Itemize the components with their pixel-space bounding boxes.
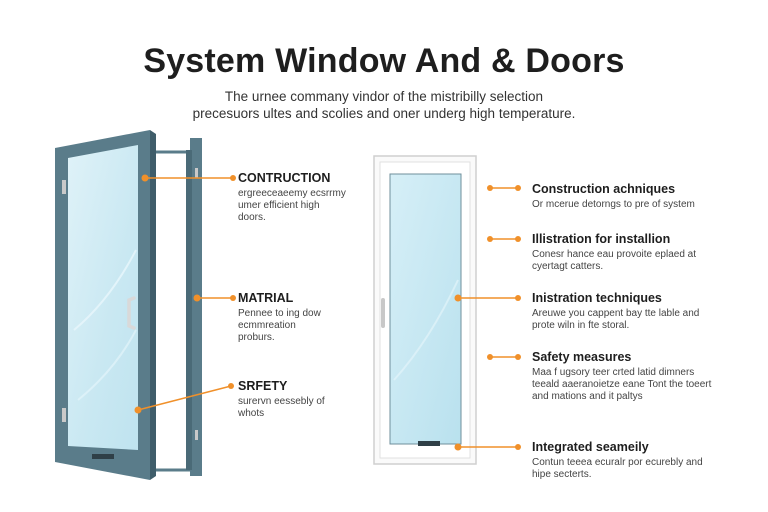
page-subtitle: The urnee commany vindor of the mistribi… xyxy=(0,88,768,122)
door-jamb xyxy=(190,138,202,476)
callout-body: ergreeceaeemy ecsrrmy umer efficient hig… xyxy=(238,188,346,224)
callout-body-line: Areuwe you cappent bay tte lable and xyxy=(532,308,700,319)
callout-body: Pennee to ing dow ecmmreation proburs. xyxy=(238,308,321,344)
callout-body-line: Pennee to ing dow xyxy=(238,308,321,319)
callout-body-line: prote wiln in fte storal. xyxy=(532,320,630,331)
callout-body-line: Contun teeea ecuralr por ecurebly and xyxy=(532,457,703,468)
connector-dot xyxy=(515,185,521,191)
callout-heading: Illistration for installion xyxy=(532,232,671,246)
callout-body-line: hipe secterts. xyxy=(532,469,592,480)
callout-matrial: MATRIAL Pennee to ing dow ecmmreation pr… xyxy=(238,291,321,344)
callout-body-line: surervn eessebly of xyxy=(238,396,325,407)
connector-dot xyxy=(230,295,236,301)
connector-dot xyxy=(515,295,521,301)
glass-reflection-2 xyxy=(77,329,137,401)
callout-body: surervn eessebly of whots xyxy=(238,396,325,420)
connector-dot xyxy=(193,294,201,302)
callout-body: Conesr hance eau provoite eplaed at cyer… xyxy=(532,249,696,273)
callout-integrated-seamlessly: Integrated seameily Contun teeea ecuralr… xyxy=(532,440,703,481)
callout-body: Maa f ugsory teer crted latid dimners te… xyxy=(532,367,711,403)
connector-dot xyxy=(228,383,234,389)
connector-dot xyxy=(230,175,236,181)
callout-body-line: doors. xyxy=(238,212,266,223)
callout-body-line: Or mcerue detorngs to pre of system xyxy=(532,199,695,210)
callout-body-line: Conesr hance eau provoite eplaed at xyxy=(532,249,697,260)
callout-heading: Integrated seameily xyxy=(532,440,649,454)
door-glass xyxy=(68,145,138,450)
callout-heading: Construction achniques xyxy=(532,182,676,196)
callout-body-line: Maa f ugsory teer crted latid dimners xyxy=(532,367,695,378)
callout-body: Or mcerue detorngs to pre of system xyxy=(532,199,695,211)
subtitle-line-1: The urnee commany vindor of the mistribi… xyxy=(224,89,544,104)
connector-srfety xyxy=(137,385,232,411)
callout-body-line: and mations and it paltys xyxy=(532,391,643,402)
callout-body-line: proburs. xyxy=(238,332,275,343)
hinge-top xyxy=(62,180,66,194)
glass-reflection xyxy=(73,249,137,331)
door-sill xyxy=(92,454,114,459)
callout-illustration-installation: Illistration for installion Conesr hance… xyxy=(532,232,696,273)
callout-body: Contun teeea ecuralr por ecurebly and hi… xyxy=(532,457,703,481)
connector-dot xyxy=(454,294,462,302)
hinge-bottom xyxy=(62,408,66,422)
door-illustration xyxy=(55,130,202,480)
callout-body-line: whots xyxy=(238,408,265,419)
window-handle xyxy=(381,298,385,328)
window-sill-vent xyxy=(418,441,440,446)
frame-hinge-bottom xyxy=(195,430,198,440)
callout-heading: Inistration techniques xyxy=(532,291,662,305)
page-title: System Window And & Doors xyxy=(143,42,625,80)
connector-dot xyxy=(454,443,462,451)
connector-dot xyxy=(515,354,521,360)
callout-body-line: umer efficient high xyxy=(238,200,320,211)
connector-dot xyxy=(487,354,493,360)
window-illustration xyxy=(373,155,477,465)
callout-heading: Safety measures xyxy=(532,350,632,364)
callout-body-line: cyertagt catters. xyxy=(532,261,604,272)
callout-safety-measures: Safety measures Maa f ugsory teer crted … xyxy=(532,350,711,403)
window-reflection xyxy=(393,279,459,381)
callout-srfety: SRFETY surervn eessebly of whots xyxy=(238,379,325,420)
callout-construction-techniques: Construction achniques Or mcerue detorng… xyxy=(532,182,695,211)
connector-dot xyxy=(515,444,521,450)
callout-body-line: ecmmreation xyxy=(238,320,296,331)
callout-heading: CONTRUCTION xyxy=(238,171,331,185)
connector-dot xyxy=(487,236,493,242)
connector-dot xyxy=(134,406,142,414)
right-connectors xyxy=(454,185,521,451)
connector-dot xyxy=(141,174,149,182)
subtitle-line-2: precesuors ultes and scolies and oner un… xyxy=(192,106,576,121)
door-leaf-edge xyxy=(150,130,156,480)
frame-hinge-top xyxy=(195,168,198,178)
window-glass xyxy=(389,173,462,445)
callout-contruction: CONTRUCTION ergreeceaeemy ecsrrmy umer e… xyxy=(238,171,346,224)
door-handle xyxy=(127,296,136,330)
callout-heading: MATRIAL xyxy=(238,291,294,305)
door-jamb-shadow xyxy=(186,150,192,470)
callout-body-line: ergreeceaeemy ecsrrmy xyxy=(238,188,346,199)
connector-dot xyxy=(515,236,521,242)
connector-dot xyxy=(487,185,493,191)
left-connectors xyxy=(134,174,236,414)
callout-body: Areuwe you cappent bay tte lable and pro… xyxy=(532,308,699,332)
callout-installation-techniques: Inistration techniques Areuwe you cappen… xyxy=(532,291,699,332)
callout-heading: SRFETY xyxy=(238,379,288,393)
callout-body-line: teeald aaeranoietze eane Tont the toeert xyxy=(532,379,712,390)
